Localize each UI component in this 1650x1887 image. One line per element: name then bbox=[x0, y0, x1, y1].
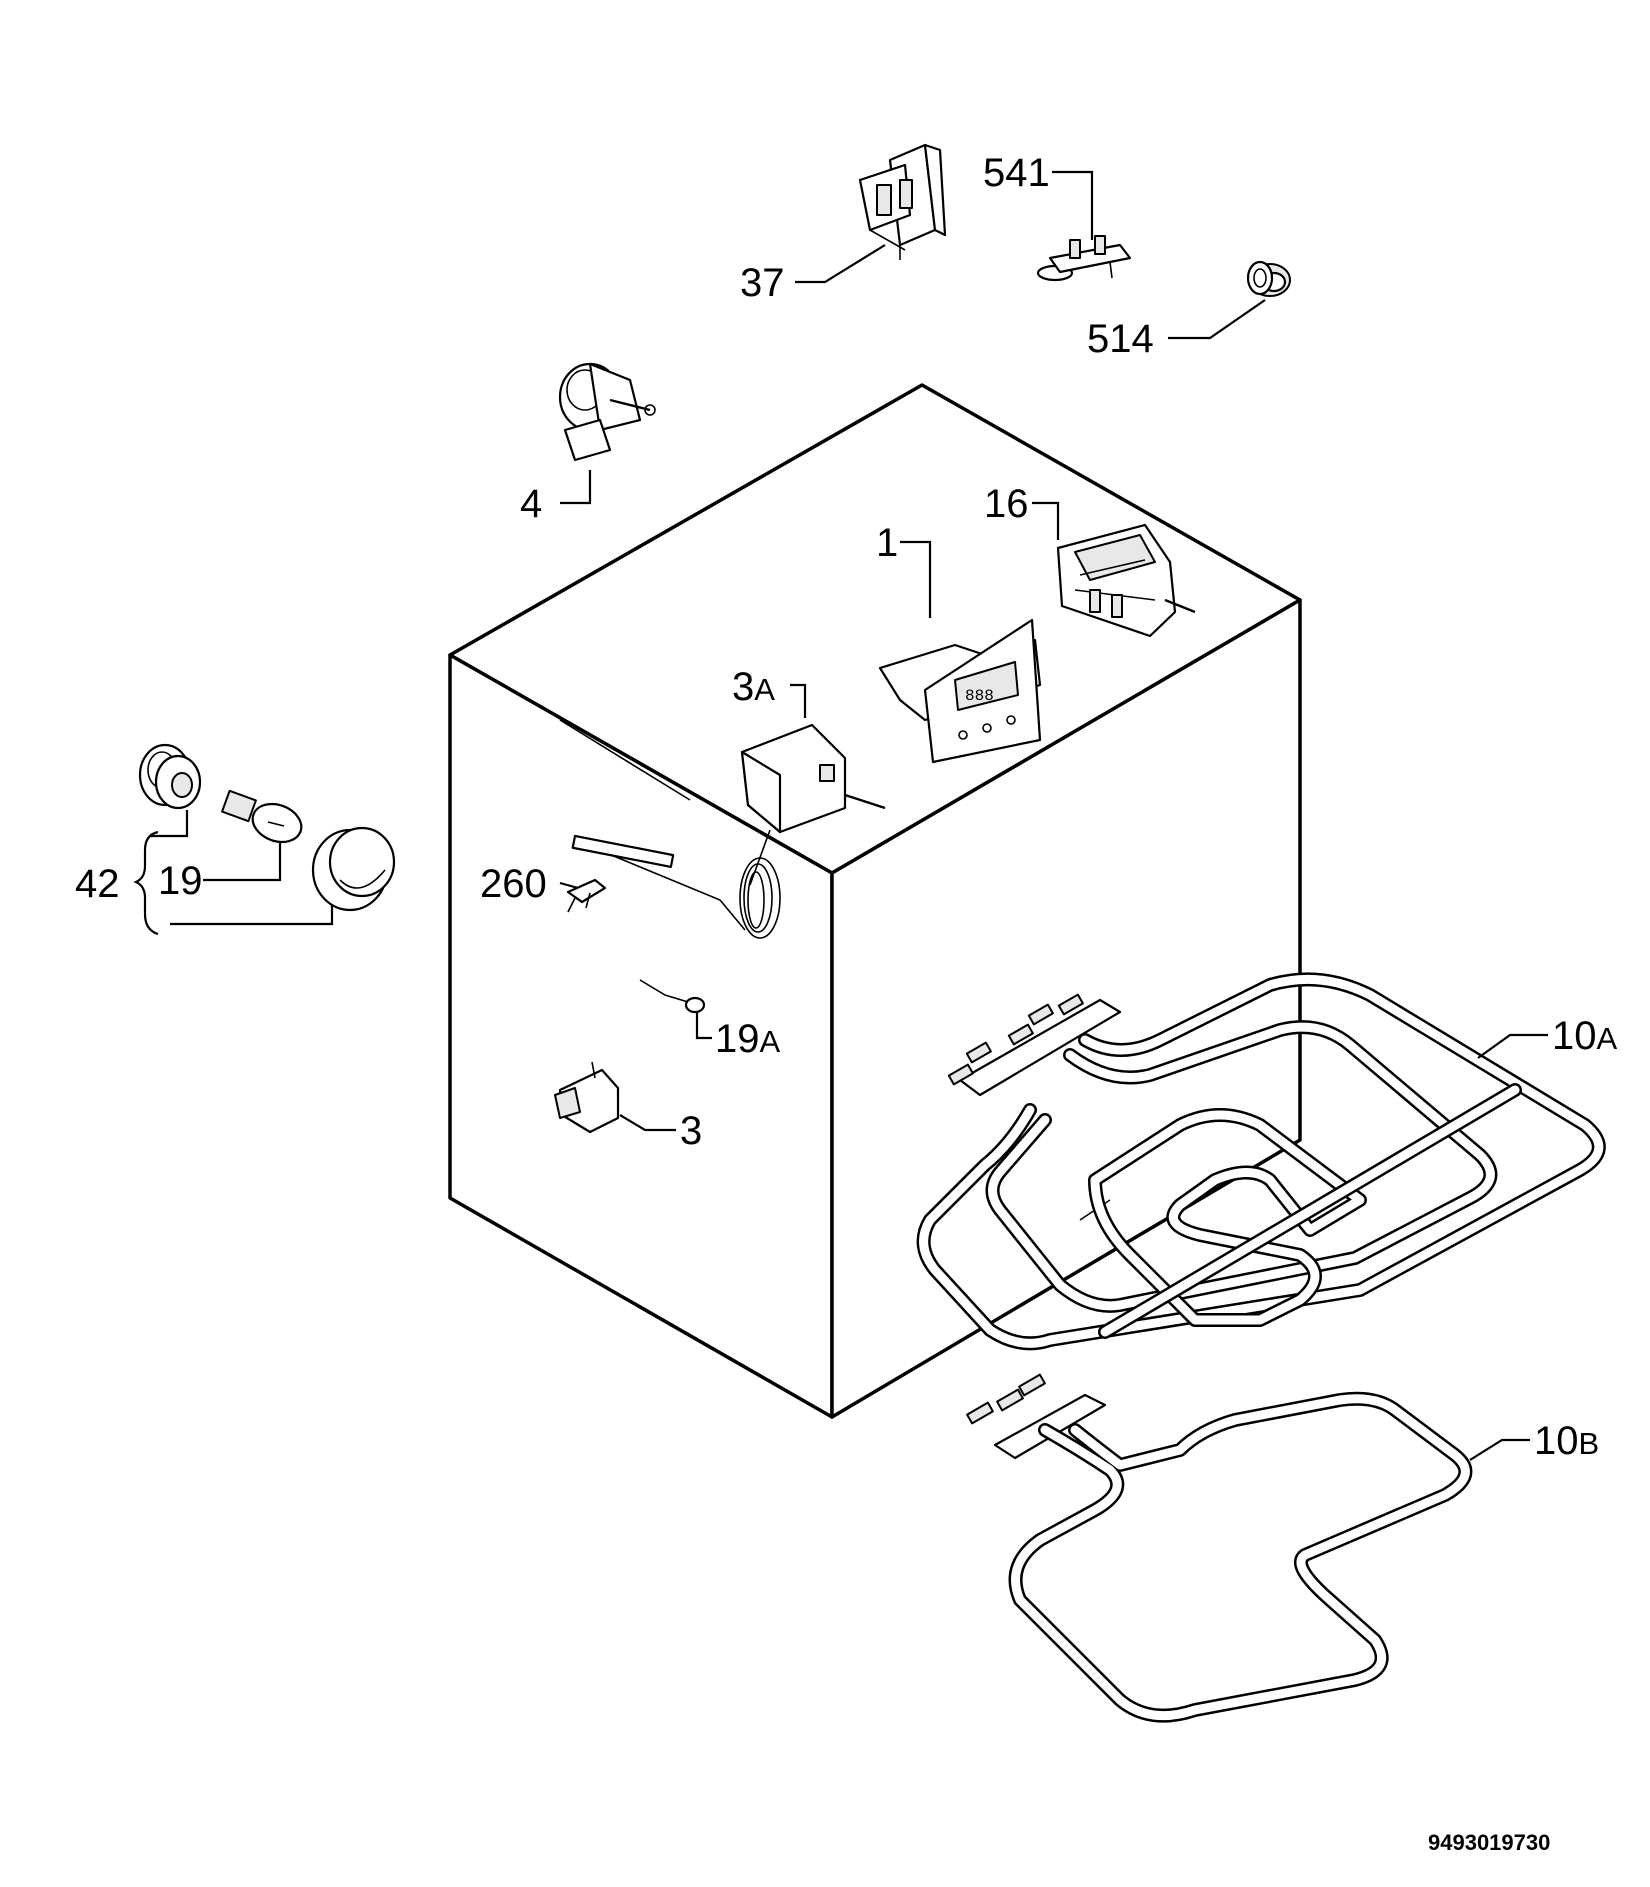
callout-10a-num: 10A bbox=[1552, 1014, 1618, 1058]
part-514-grommet bbox=[1246, 260, 1291, 297]
leader-4 bbox=[560, 470, 592, 505]
part-lamp-holder bbox=[138, 743, 202, 810]
callout-514: 514 bbox=[1087, 317, 1154, 361]
leader-260 bbox=[559, 881, 579, 890]
display-digits-graphic: 888 bbox=[965, 687, 994, 705]
callout-1: 1 bbox=[876, 521, 898, 565]
part-19-bulb bbox=[221, 789, 303, 844]
part-541-terminal-block bbox=[1036, 235, 1132, 282]
part-19a-lamp-wire bbox=[639, 979, 706, 1014]
brace-42 bbox=[133, 830, 159, 936]
part-4-motor bbox=[558, 362, 656, 462]
leader-514 bbox=[1168, 299, 1266, 340]
callout-541: 541 bbox=[983, 151, 1050, 195]
leader-19a bbox=[695, 1012, 712, 1040]
callout-4: 4 bbox=[520, 482, 542, 526]
leader-42-holder bbox=[150, 810, 189, 838]
part-16-selector-switch bbox=[1056, 523, 1196, 638]
part-260-clip bbox=[566, 878, 607, 913]
leader-19 bbox=[203, 842, 282, 882]
callout-3: 3 bbox=[680, 1109, 702, 1153]
leader-10b bbox=[1469, 1438, 1530, 1461]
callout-42: 42 bbox=[75, 862, 120, 906]
part-lamp-glass-cover bbox=[311, 826, 396, 912]
document-number: 9493019730 bbox=[1428, 1830, 1550, 1855]
leader-37 bbox=[795, 244, 886, 284]
callout-16: 16 bbox=[984, 482, 1029, 526]
leader-541 bbox=[1052, 170, 1094, 240]
callout-3a-num: 3A bbox=[732, 665, 775, 709]
part-10b-bottom-element bbox=[966, 1373, 1473, 1723]
leader-16 bbox=[1032, 501, 1060, 540]
leader-3 bbox=[619, 1114, 676, 1132]
callout-37: 37 bbox=[740, 261, 785, 305]
leader-10a bbox=[1477, 1033, 1548, 1059]
part-1-electronic-timer: 888 bbox=[878, 618, 1042, 764]
part-10a-grill-element bbox=[916, 972, 1606, 1351]
leader-1 bbox=[900, 540, 932, 618]
part-37-switch-bracket bbox=[858, 143, 947, 260]
oven-cavity-box bbox=[448, 383, 1302, 1419]
leader-42-cover bbox=[170, 905, 334, 926]
part-3a-thermostat bbox=[571, 723, 886, 939]
part-3-door-switch bbox=[554, 1061, 620, 1134]
callout-260: 260 bbox=[480, 862, 547, 906]
callout-19a-num: 19A bbox=[715, 1017, 781, 1061]
callout-10b-num: 10B bbox=[1534, 1419, 1599, 1463]
leader-3a bbox=[790, 683, 807, 718]
callout-19: 19 bbox=[158, 859, 203, 903]
